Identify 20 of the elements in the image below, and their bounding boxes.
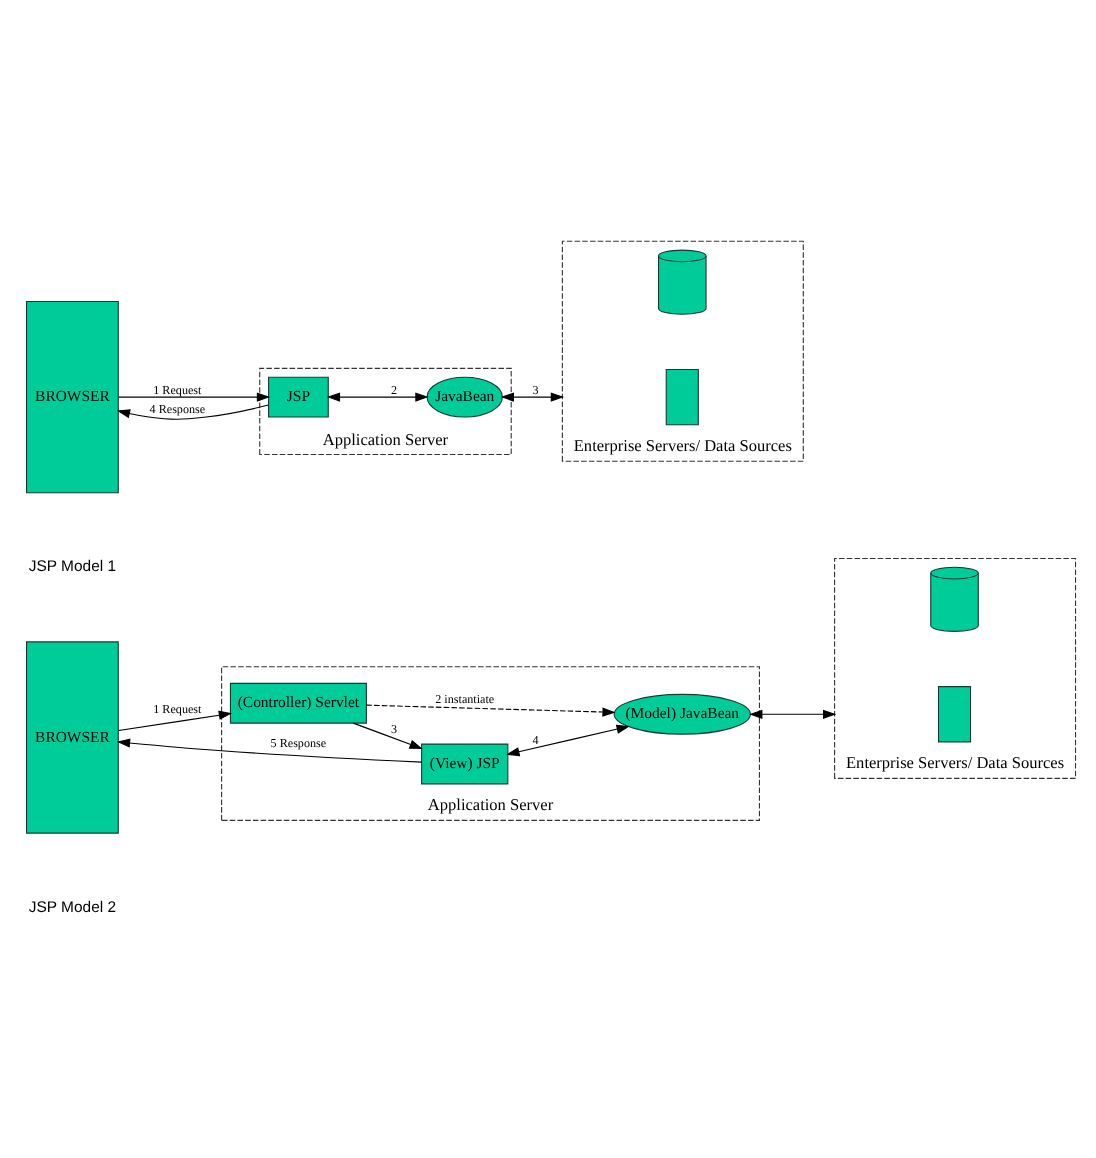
- node-box: JSP: [268, 375, 329, 417]
- cluster: Enterprise Servers/ Data Sources: [561, 239, 804, 461]
- node-box: (Controller) Servlet: [229, 681, 367, 723]
- arrow: [118, 709, 233, 731]
- node-box: [937, 685, 972, 742]
- node-box: BROWSER: [26, 299, 119, 493]
- arrow: [749, 708, 837, 718]
- arrow: [118, 391, 271, 401]
- node-box: BROWSER: [26, 640, 119, 833]
- node-box: [665, 367, 699, 425]
- arrow: [116, 737, 423, 762]
- node-box: (View) JSP: [421, 742, 509, 784]
- arrow: [365, 703, 616, 716]
- node-ellipse: JavaBean: [426, 375, 503, 417]
- arrow: [326, 391, 429, 401]
- arrow: [352, 721, 423, 748]
- arrow: [500, 391, 565, 401]
- arrow: [116, 403, 269, 419]
- arrow: [506, 723, 630, 756]
- cluster: Enterprise Servers/ Data Sources: [834, 556, 1077, 778]
